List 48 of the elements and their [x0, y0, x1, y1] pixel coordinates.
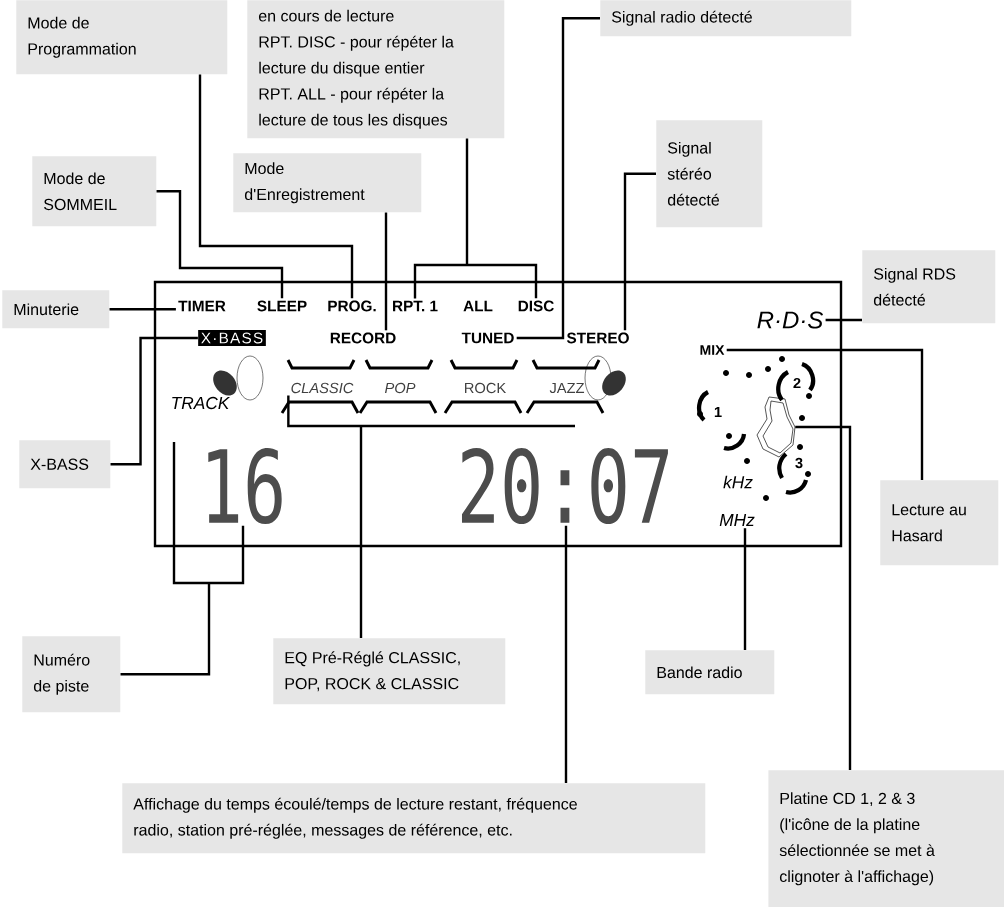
indicator-label: TUNED	[461, 332, 514, 344]
callout-box: Affichage du temps écoulé/temps de lecture restant, fréquence radio, station pré-réglée, messages de référence, etc.	[122, 783, 706, 854]
callout-box: Signal radio détecté	[600, 0, 852, 37]
indicator-label: PROG.	[328, 300, 376, 312]
indicator-label: CLASSIC	[291, 382, 354, 394]
leader-line	[726, 348, 924, 480]
leader-line	[156, 190, 284, 299]
indicator-label: TIMER	[178, 300, 226, 312]
leader-line	[825, 318, 862, 322]
segment-digits: 20:07	[462, 447, 668, 525]
callout-box: EQ Pré-Réglé CLASSIC, POP, ROCK & CLASSIC	[273, 638, 506, 705]
indicator-label: ALL	[463, 300, 493, 312]
callout-box: X-BASS	[19, 440, 111, 489]
callout-box: Lecture au Hasard	[880, 480, 999, 566]
callout-box: Signal RDS détecté	[862, 250, 996, 324]
leader-line	[110, 336, 198, 466]
indicator-label: MHz	[719, 514, 755, 526]
callout-box: Numéro de piste	[22, 636, 121, 713]
callout-box: Signal stéréo détecté	[656, 120, 763, 228]
disc-number: 2	[793, 377, 801, 389]
callout-box: Platine CD 1, 2 & 3 (l'icône de la platine sélectionnée se met à clignoter à l'affichage)	[768, 770, 1004, 907]
indicator-label: SLEEP	[257, 300, 307, 312]
callout-box: Mode de SOMMEIL	[32, 156, 157, 227]
callout-box: Mode d'Enregistrement	[233, 153, 422, 213]
leader-line	[516, 17, 600, 340]
indicator-label: ROCK	[465, 382, 506, 394]
indicator-label: JAZZ	[549, 382, 585, 394]
leader-line	[119, 440, 245, 676]
callout-box: en cours de lecture RPT. DISC - pour répéter la lecture du disque entier RPT. ALL - pour répéter la lecture de tous les disques	[247, 0, 505, 139]
indicator-label: DISC	[518, 300, 554, 312]
callout-box: Minuterie	[2, 290, 110, 329]
callout-box: Mode de Programmation	[16, 0, 228, 75]
leader-line	[109, 308, 176, 311]
indicator-label: POP	[385, 382, 416, 394]
indicator-label: RECORD	[330, 332, 396, 344]
indicator-label: MIX	[700, 345, 725, 355]
indicator-label: kHz	[723, 475, 753, 489]
callout-box: Bande radio	[645, 650, 775, 695]
disc-number: 1	[714, 406, 722, 418]
leader-line	[623, 172, 656, 331]
segment-digits: 16	[208, 447, 282, 525]
disc-tray-icon	[756, 396, 796, 458]
indicator-badge: X·BASS	[198, 329, 266, 347]
indicator-label: RPT. 1	[393, 300, 438, 312]
indicator-label: TRACK	[172, 396, 230, 410]
disc-number: 3	[795, 457, 803, 469]
indicator-label: R·D·S	[757, 311, 824, 329]
indicator-label: STEREO	[566, 332, 629, 344]
